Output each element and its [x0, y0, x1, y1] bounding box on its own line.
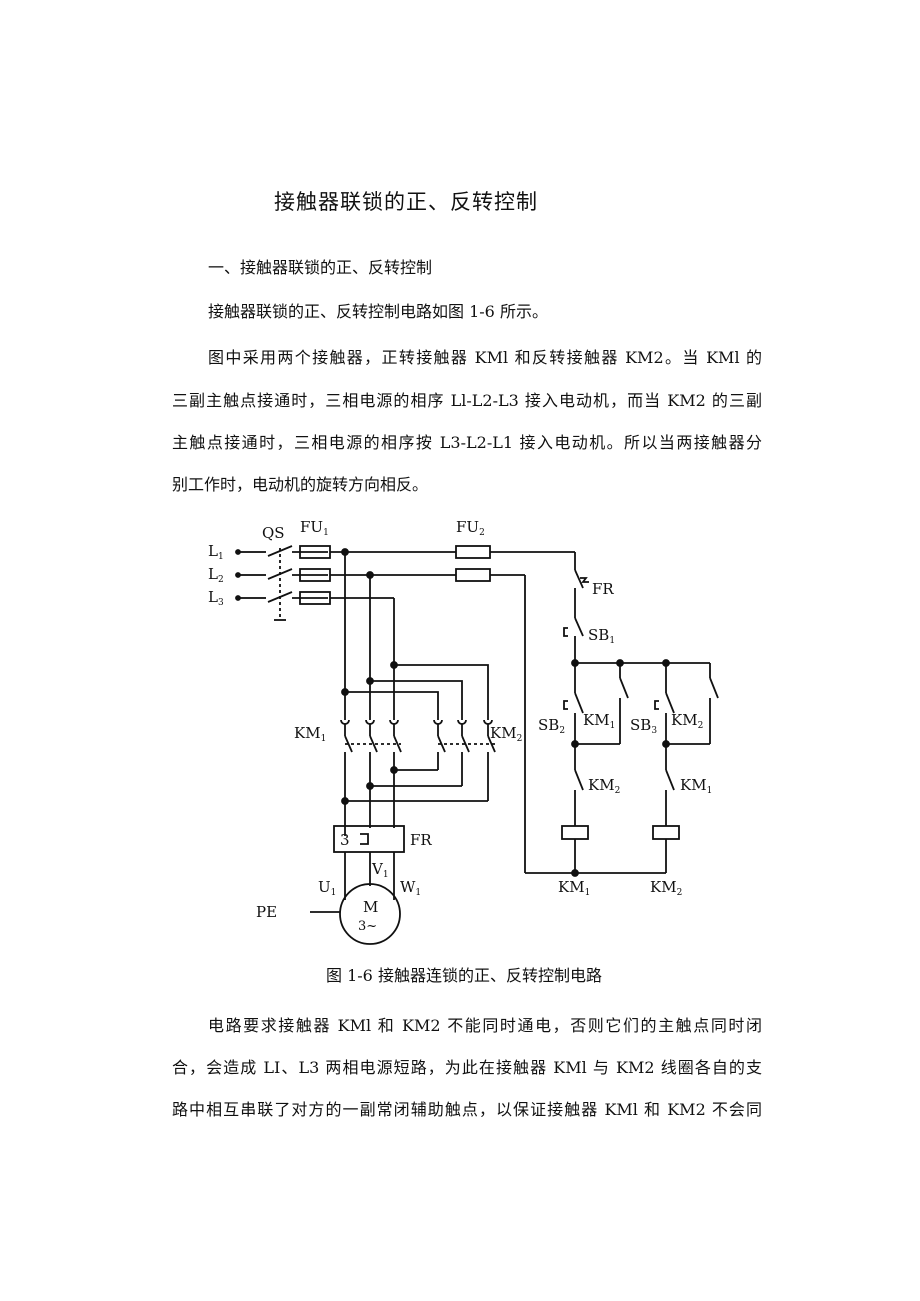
qs-switch — [252, 545, 328, 621]
label-km1-coil: KM1 — [558, 878, 590, 898]
label-fr-count: 3 — [340, 831, 350, 849]
label-fu2: FU2 — [456, 518, 485, 538]
figure-caption: 图 1-6 接触器连锁的正、反转控制电路 — [326, 966, 602, 985]
page-title: 接触器联锁的正、反转控制 — [274, 190, 538, 214]
label-l2: L2 — [208, 565, 224, 585]
label-sb3: SB3 — [630, 716, 657, 736]
fuse-fu1 — [299, 545, 456, 605]
paragraph-line: 路中相互串联了对方的一副常闭辅助触点，以保证接触器 KMl 和 KM2 不会同 — [172, 1100, 762, 1119]
supply-terminals — [235, 549, 252, 601]
paragraph-line: 别工作时，电动机的旋转方向相反。 — [172, 475, 429, 494]
label-sb1: SB1 — [588, 626, 615, 646]
label-km2-main: KM2 — [490, 724, 522, 744]
label-qs: QS — [262, 524, 285, 542]
label-km1-interlock: KM1 — [680, 776, 712, 796]
paragraph-line: 三副主触点接通时，三相电源的相序 Ll-L2-L3 接入电动机，而当 KM2 的… — [172, 391, 762, 410]
label-km1-hold: KM1 — [583, 711, 615, 731]
control-circuit — [524, 552, 719, 877]
label-l3: L3 — [208, 588, 224, 608]
intro-paragraph: 接触器联锁的正、反转控制电路如图 1-6 所示。 — [208, 302, 548, 321]
label-fu1: FU1 — [300, 518, 329, 538]
label-motor-phase: 3~ — [358, 919, 377, 934]
paragraph-line: 合，会造成 LI、L3 两相电源短路，为此在接触器 KMl 与 KM2 线圈各自… — [172, 1058, 762, 1077]
thermal-relay-fr — [333, 825, 405, 900]
label-km2-hold: KM2 — [671, 711, 703, 731]
motor — [310, 883, 401, 945]
label-w1: W1 — [400, 878, 421, 898]
paragraph-line: 图中采用两个接触器，正转接触器 KMl 和反转接触器 KM2。当 KMl 的 — [208, 348, 762, 367]
label-sb2: SB2 — [538, 716, 565, 736]
label-fr-contact: FR — [592, 580, 614, 598]
label-fr-relay: FR — [410, 831, 432, 849]
main-circuit-wiring — [340, 548, 496, 836]
label-l1: L1 — [208, 542, 224, 562]
label-km2-coil: KM2 — [650, 878, 682, 898]
label-motor-m: M — [363, 898, 378, 916]
circuit-diagram: L1 L2 L3 QS FU1 FU2 FR SB1 SB2 SB3 KM1 K… — [208, 518, 719, 945]
label-km1-main: KM1 — [294, 724, 326, 744]
label-pe: PE — [256, 903, 277, 921]
section-heading: 一、接触器联锁的正、反转控制 — [208, 258, 433, 277]
fuse-fu2 — [455, 545, 575, 582]
label-u1: U1 — [318, 878, 336, 898]
label-v1: V1 — [371, 860, 389, 880]
paragraph-line: 电路要求接触器 KMl 和 KM2 不能同时通电，否则它们的主触点同时闭 — [208, 1016, 762, 1035]
paragraph-line: 主触点接通时，三相电源的相序按 L3-L2-L1 接入电动机。所以当两接触器分 — [172, 433, 762, 452]
label-km2-interlock: KM2 — [588, 776, 620, 796]
